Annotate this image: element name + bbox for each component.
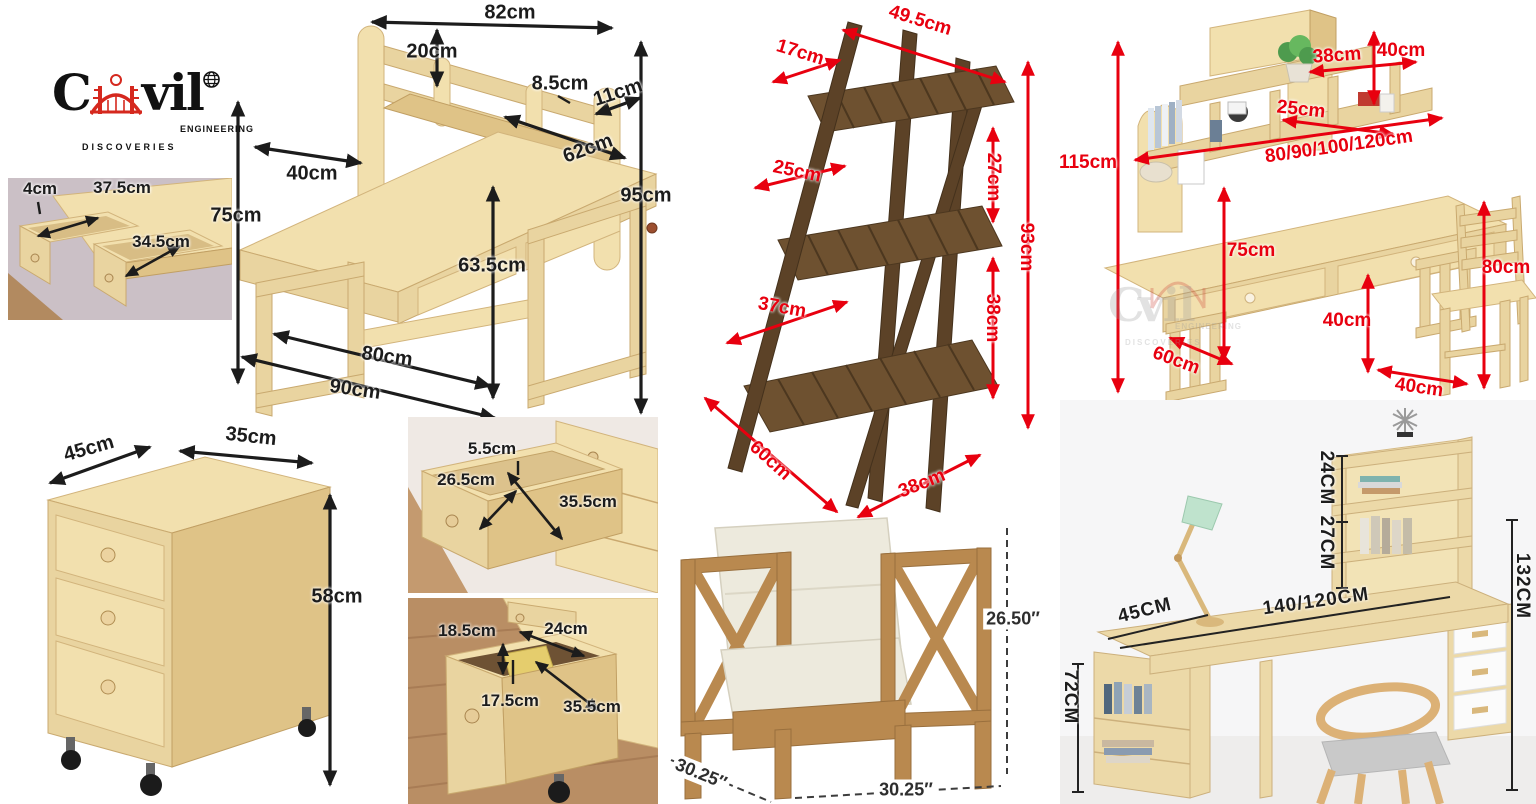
dim-inset2-rim-height: 5.5cm [467,439,517,458]
dim-armchair-height: 26.50″ [983,608,1043,630]
dim-plant-lower-tier-height: 38cm [982,293,1003,343]
dim-desk2-total-height: 115cm [1058,152,1118,173]
dim-armchair-width: 30.25″ [876,779,936,801]
computer-desk-photo [1060,400,1536,804]
dim-inset3-inner-depth: 35.5cm [563,697,621,716]
logo-engineering-text: ENGINEERING [179,124,254,134]
armchair-illustration [670,517,1008,803]
dim-desk1-leg-height: 75cm [210,204,262,227]
desk-hutch-chair-illustration [1103,9,1536,403]
rolling-cabinet-illustration [46,445,338,796]
logo-wordmark: C vil [52,68,272,118]
deep-drawer-inset-photo [408,598,658,804]
dim-inset1-right-drawer: 34.5cm [132,232,190,251]
computer-desk-illustration [1060,400,1536,804]
deep-drawer-illustration [408,598,658,804]
watermark-civil-rest: vil [1138,278,1196,332]
dim-desk2-chair-height: 80cm [1481,257,1531,278]
dim-inset2-inner-depth: 35.5cm [559,492,617,511]
dim-inset3-divider-height: 17.5cm [481,691,539,710]
globe-icon [203,71,220,88]
logo-letters-vil: vil [141,63,205,122]
dim-desk1-total-height: 95cm [620,184,672,207]
civil-engineering-logo: C vil ENGINEERING DISCOVERIES [52,68,272,168]
dim-desk1-hutch-height: 20cm [406,40,458,63]
dim-desk2-desk-height: 75cm [1226,240,1276,261]
drawer-interior-illustration [408,417,658,593]
dim-desk2-shelf-width: 38cm [1311,43,1362,68]
dim-desk2-seat-height: 40cm [1322,310,1372,331]
desk-hutch-chair-photo [1060,0,1536,412]
plant-stand-illustration [703,21,1035,519]
plant-stand-photo [660,0,1060,522]
dim-desk1-top-width: 82cm [484,1,536,24]
armchair-photo [655,498,1057,804]
dim-plant-upper-tier-height: 27cm [983,152,1004,202]
bridge-icon [89,74,142,115]
dim-desk3-shelf-unit-height: 72CM [1060,669,1081,725]
dim-desk1-shelf-depth: 8.5cm [531,72,589,95]
dim-desk3-total-height: 132CM [1512,552,1533,620]
dim-desk3-upper-shelf-height: 24CM [1316,450,1337,506]
dim-desk3-lower-shelf-height: 27CM [1316,515,1337,571]
dim-inset1-left-drawer: 37.5cm [93,178,151,197]
dim-inset3-inner-width: 24cm [544,619,588,638]
dim-desk1-clearance-height: 63.5cm [458,254,526,277]
watermark-engineering: ENGINEERING [1175,322,1243,331]
logo-discoveries-text: DISCOVERIES [82,142,177,152]
desk-drawers-inset-photo [8,178,232,320]
drawer-interior-inset-photo [408,417,658,593]
dim-desk2-hutch-height: 40cm [1376,40,1426,61]
dim-desk1-drawer-width: 40cm [286,162,338,185]
rolling-cabinet-photo [0,415,400,804]
dim-inset3-inner-height: 18.5cm [438,621,496,640]
desk-with-hutch-photo [228,0,668,425]
dim-plant-total-height: 93cm [1016,222,1037,272]
logo-letter-c: C [52,63,92,122]
dim-inset1-side-gap: 4cm [22,179,58,198]
desk-with-hutch-illustration [230,15,658,422]
desk-drawers-inset-illustration [8,178,232,320]
dim-cabinet-height: 58cm [311,585,363,608]
dim-inset2-inner-width: 26.5cm [437,470,495,489]
watermark-discoveries: DISCOVERIES [1125,338,1202,347]
